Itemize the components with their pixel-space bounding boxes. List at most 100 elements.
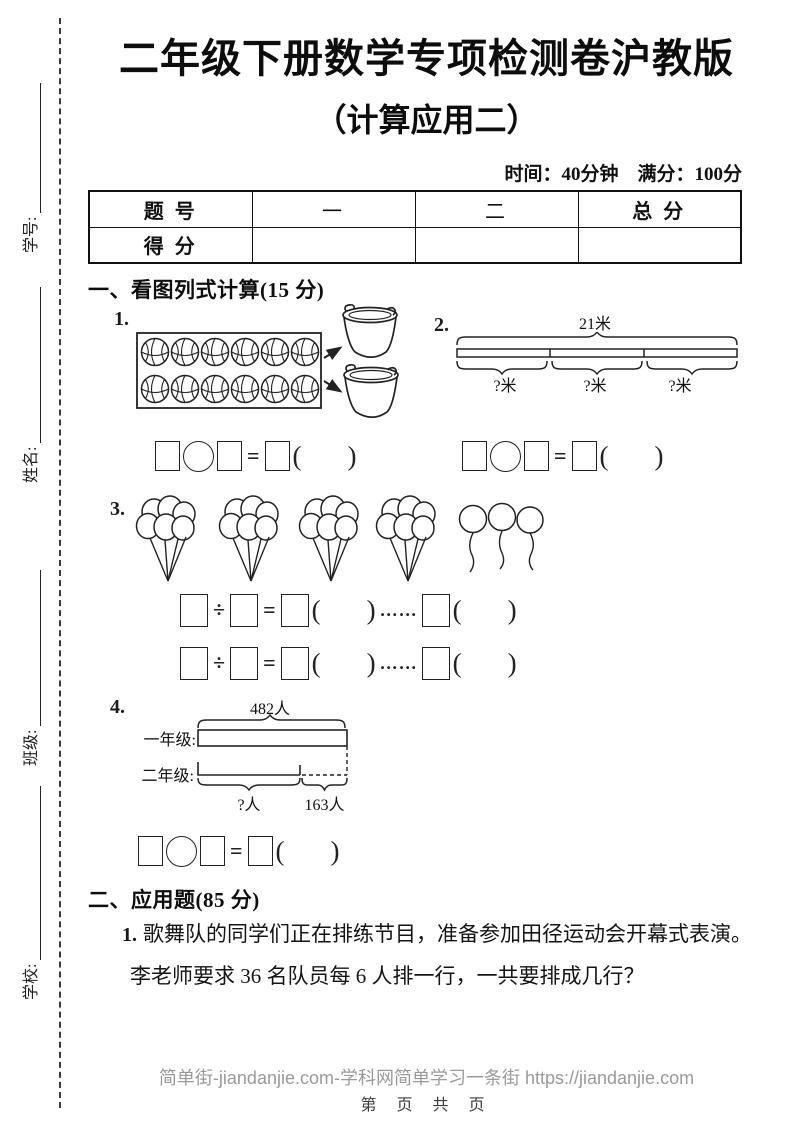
- answer-box: [421, 646, 450, 680]
- close-paren: ): [507, 594, 517, 625]
- balloon-bunch: [135, 495, 196, 582]
- answer-box: [280, 646, 309, 680]
- q3-number: 3.: [110, 498, 125, 520]
- open-paren: (: [292, 440, 302, 471]
- equals-sign: =: [247, 443, 260, 468]
- class-field: 班级:: [19, 570, 41, 766]
- single-balloons: [458, 502, 544, 573]
- score-cell-two: [414, 226, 579, 264]
- answer-box: [421, 593, 450, 627]
- q3-division-template-2: ÷ = ( ) …… ( ): [180, 645, 517, 681]
- q2-overbrace: [456, 332, 738, 346]
- answer-box: [180, 593, 208, 627]
- answer-box: [230, 646, 259, 680]
- q2-part3-label: ?米: [668, 378, 692, 395]
- answer-box: [138, 836, 163, 866]
- word-problem-line2: 李老师要求 36 名队员每 6 人排一行，一共要排成几行？: [130, 964, 645, 988]
- bucket-bottom: [343, 363, 399, 419]
- q1-arrow-top: [323, 346, 343, 360]
- word-problem-line1: 1.歌舞队的同学们正在排练节目，准备参加田径运动会开幕式表演。: [122, 922, 752, 946]
- balloon-bunch: [218, 495, 279, 582]
- divide-sign: ÷: [213, 650, 226, 675]
- footer-page-line: 第 页 共 页: [360, 1097, 493, 1114]
- school-field: 学校:: [19, 786, 41, 1000]
- answer-box: [230, 593, 259, 627]
- q2-underbraces: [456, 360, 738, 376]
- close-paren: ): [654, 440, 664, 471]
- answer-box: [462, 441, 487, 471]
- header-total: 总 分: [577, 190, 742, 228]
- section1-heading: 一、看图列式计算(15 分): [88, 278, 325, 302]
- remainder-dots: ……: [379, 653, 418, 673]
- table-row: 题 号 一 二 总 分: [88, 190, 742, 228]
- close-paren: ): [507, 647, 517, 678]
- equals-sign: =: [263, 650, 276, 675]
- open-paren: (: [599, 440, 609, 471]
- operator-circle: [490, 440, 521, 472]
- q2-bar: [456, 348, 738, 358]
- header-question-no: 题 号: [88, 190, 253, 228]
- close-paren: ): [366, 594, 376, 625]
- answer-box: [155, 441, 180, 471]
- q1-basketballs: [140, 337, 320, 404]
- section2-heading: 二、应用题(85 分): [88, 888, 260, 912]
- time-score-info: 时间：40分钟 满分：100分: [504, 164, 742, 185]
- student-id-blank: [27, 83, 41, 213]
- balloon-bunch: [375, 495, 436, 582]
- class-blank: [27, 570, 41, 726]
- q4-total-label: 482人: [249, 701, 290, 718]
- equals-sign: =: [263, 597, 276, 622]
- equals-sign: =: [230, 838, 243, 863]
- student-id-field: 学号:: [19, 83, 41, 253]
- open-paren: (: [311, 594, 321, 625]
- q2-total-label: 21米: [578, 316, 611, 333]
- q4-extra-label: 163人: [304, 797, 345, 814]
- class-label: 班级:: [23, 729, 40, 766]
- q2-part1-label: ?米: [493, 378, 517, 395]
- score-table: 题 号 一 二 总 分 得 分: [88, 190, 742, 264]
- name-label: 姓名:: [23, 446, 40, 483]
- word-problem-number: 1.: [122, 924, 137, 946]
- page-title: 二年级下册数学专项检测卷沪教版: [119, 36, 734, 82]
- q4-number: 4.: [110, 696, 125, 718]
- operator-circle: [183, 440, 214, 472]
- q2-bar-figure: [456, 332, 738, 376]
- score-row-label: 得 分: [88, 226, 253, 264]
- q2-number: 2.: [434, 314, 449, 336]
- score-cell-one: [251, 226, 416, 264]
- q4-grade2-label: 二年级:: [141, 768, 194, 785]
- open-paren: (: [311, 647, 321, 678]
- answer-box: [571, 441, 597, 471]
- q1-arrow-bottom: [323, 379, 343, 393]
- q4-unknown-underbrace: [197, 777, 301, 792]
- answer-box: [200, 836, 225, 866]
- q2-equation-template: = ( ): [462, 438, 664, 474]
- table-row: 得 分: [88, 226, 742, 264]
- score-cell-total: [577, 226, 742, 264]
- q1-number: 1.: [114, 308, 129, 330]
- footer-site-line: 简单街-jiandanjie.com-学科网简单学习一条街 https://ji…: [158, 1068, 695, 1088]
- remainder-dots: ……: [379, 600, 418, 620]
- q4-grade2-bar: [197, 762, 300, 776]
- q4-grade1-label: 一年级:: [143, 732, 196, 749]
- q4-grade1-bar: [197, 729, 348, 747]
- close-paren: ): [330, 835, 340, 866]
- answer-box: [180, 646, 208, 680]
- header-part-one: 一: [251, 190, 416, 228]
- open-paren: (: [452, 594, 462, 625]
- operator-circle: [166, 835, 197, 867]
- open-paren: (: [275, 835, 285, 866]
- q4-overbrace: [197, 714, 346, 729]
- divide-sign: ÷: [213, 597, 226, 622]
- equals-sign: =: [554, 443, 567, 468]
- q1-ball-box: [136, 332, 322, 409]
- q2-part2-label: ?米: [583, 378, 607, 395]
- close-paren: ): [347, 440, 357, 471]
- q1-basketballs-buckets-figure: [136, 303, 399, 419]
- bucket-top: [342, 303, 398, 359]
- answer-box: [524, 441, 549, 471]
- header-part-two: 二: [414, 190, 579, 228]
- answer-box: [280, 593, 309, 627]
- name-field: 姓名:: [19, 287, 41, 483]
